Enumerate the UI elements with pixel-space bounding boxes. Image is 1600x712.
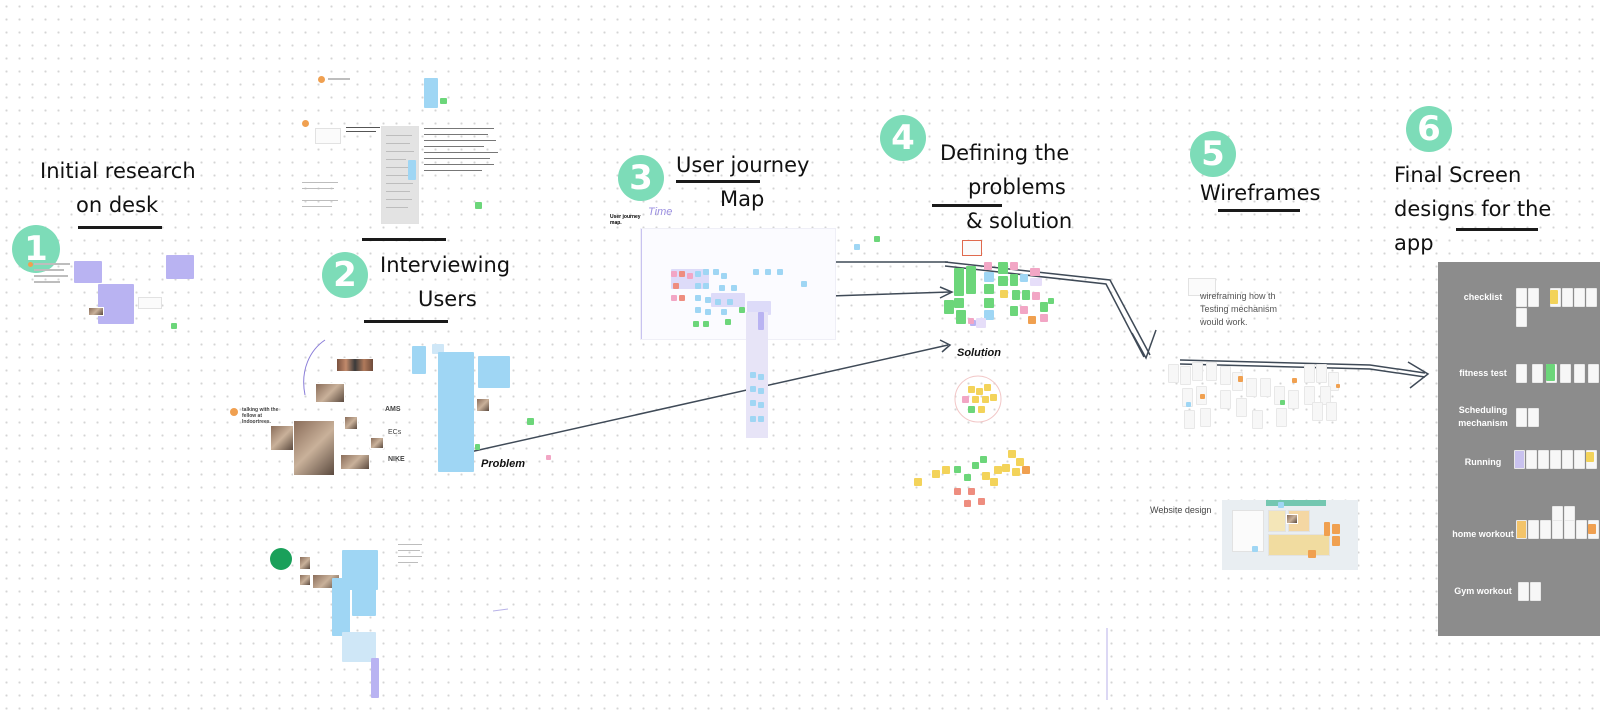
section-6-title-line2: designs for the (1394, 197, 1552, 221)
step-6-badge: 6 (1406, 106, 1452, 152)
interview-note (424, 78, 438, 108)
interview-photo (476, 398, 490, 412)
interview-note (432, 344, 444, 354)
interview-note (408, 160, 416, 180)
interview-note (352, 580, 376, 616)
problem-to-solution-arrow (469, 344, 949, 453)
section-1-title-line2: on desk (76, 193, 159, 217)
section-2-title-line1: Interviewing (380, 253, 511, 277)
interview-note (342, 632, 376, 662)
interview-sticky (527, 418, 534, 425)
interview-dot (302, 120, 309, 127)
section-5-underline (1218, 209, 1300, 212)
section-6-title-line1: Final Screen (1394, 163, 1522, 187)
interview-findings-note (438, 352, 474, 472)
interview-photo (315, 383, 345, 403)
section-2-underline (364, 320, 448, 323)
research-dot (28, 262, 33, 267)
journey-map-board (640, 228, 836, 340)
row-label-checklist: checklist (1463, 292, 1503, 302)
step-1-badge: 1 (12, 225, 60, 273)
section-3-title-line2: Map (720, 187, 765, 211)
row-label-scheduling-mechanism: Scheduling mechanism (1458, 405, 1508, 428)
time-scribble: Time (648, 206, 673, 218)
section-1-underline (78, 226, 162, 229)
interviewee-photos (336, 358, 374, 372)
interview-dot (318, 76, 325, 83)
section-4-title-line3: & solution (966, 209, 1073, 233)
row-label-running: Running (1464, 457, 1502, 467)
interview-doc (315, 128, 341, 144)
talking-dot (230, 408, 238, 416)
final-screens-panel: checklist fitness test Scheduling mechan… (1438, 262, 1600, 636)
app-logo-icon (270, 548, 292, 570)
research-note (98, 284, 134, 324)
research-image (88, 307, 104, 316)
nike-label: NIKE (388, 456, 405, 463)
problem-solution-cluster (944, 262, 1074, 342)
section-6-title-line3: app (1394, 231, 1434, 255)
section-4-title-line2: problems (968, 175, 1066, 199)
interview-photo (340, 454, 370, 470)
section-2-title-line2: Users (418, 287, 477, 311)
interview-sticky (440, 98, 447, 104)
interview-note (332, 578, 350, 636)
scribble-line (303, 339, 326, 396)
journey-column (746, 312, 768, 438)
section-1-title-line1: Initial research (40, 159, 196, 183)
transcript-notes (424, 126, 502, 178)
interview-sticky (475, 202, 482, 209)
step-5-badge: 5 (1190, 131, 1236, 177)
interview-photo (370, 437, 384, 449)
section-5-title: Wireframes (1200, 181, 1321, 205)
research-text-block (34, 261, 74, 289)
problem-label: Problem (481, 458, 526, 470)
interview-photo (293, 420, 335, 476)
interview-photo (270, 425, 294, 451)
ideas-cluster (904, 448, 1034, 514)
step-3-badge: 3 (618, 155, 664, 201)
wireframe-screens (1160, 356, 1360, 446)
interview-note (371, 658, 379, 698)
ams-label: AMS (385, 406, 401, 413)
interview-note (478, 356, 510, 388)
problem-doc (962, 240, 982, 256)
talking-fellow-label: talking with the fellow at Indoortrees. (242, 407, 279, 425)
row-label-home-workout: home workout (1452, 529, 1514, 539)
research-note (166, 255, 194, 279)
interview-photo (344, 416, 358, 430)
step-4-badge: 4 (880, 115, 926, 161)
website-design-label: Website design (1150, 505, 1212, 515)
ecs-label: ECs (388, 429, 402, 436)
research-doc (138, 297, 162, 309)
row-label-fitness-test: fitness test (1459, 368, 1507, 378)
solution-label: Solution (957, 347, 1001, 359)
website-design-board (1222, 500, 1358, 570)
section-3-title-line1: User journey (676, 153, 810, 177)
row-label-gym-workout: Gym workout (1454, 586, 1512, 596)
wireframes-to-final-arrow (1179, 359, 1426, 374)
solution-cluster (960, 382, 1000, 422)
interview-note (412, 346, 426, 374)
section-4-title-line1: Defining the (940, 141, 1070, 165)
research-sticky (171, 323, 177, 329)
step-2-badge: 2 (322, 252, 368, 298)
research-note (74, 261, 102, 283)
section-6-underline (1456, 228, 1538, 231)
